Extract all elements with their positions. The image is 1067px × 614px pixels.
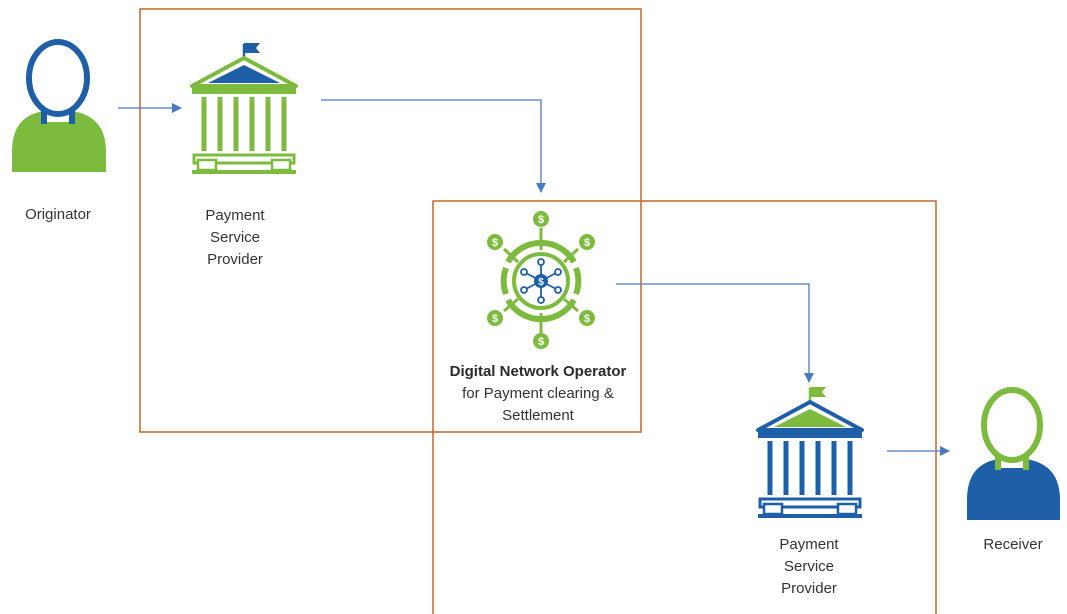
svg-text:$: $ [584,313,590,325]
svg-text:$: $ [584,237,590,249]
svg-text:$: $ [492,313,498,325]
arrow-provider-to-operator [321,99,546,193]
sender-provider-line-3: Provider [207,251,263,268]
sender-provider-label: Payment Service Provider [180,205,290,271]
receiver-provider-line-3: Provider [781,580,837,597]
operator-line-1: for Payment clearing & [462,385,614,402]
receiver-bank-icon [756,387,864,518]
sender-provider-line-2: Service [209,229,261,246]
arrow-operator-to-provider [616,283,814,383]
receiver-person-icon [967,387,1060,520]
originator-label: Originator [25,206,91,223]
svg-text:$: $ [538,336,544,348]
sender-bank-icon [190,43,298,174]
receiver-domain-box [432,200,937,614]
svg-text:$: $ [538,214,544,226]
receiver-label: Receiver [983,536,1043,553]
receiver-provider-label: Payment Service Provider [754,534,864,600]
network-hub-icon: $ $ $ $ $ $ $ [487,211,595,349]
originator-person-icon [12,39,106,172]
operator-line-2: Settlement [502,407,574,424]
receiver-provider-line-1: Payment [779,536,839,553]
svg-text:$: $ [538,277,544,288]
receiver-provider-line-2: Service [783,558,835,575]
sender-provider-line-1: Payment [205,207,265,224]
operator-label: Digital Network Operator for Payment cle… [430,361,646,427]
svg-text:$: $ [492,237,498,249]
operator-title: Digital Network Operator [449,363,627,380]
sender-domain-box [139,8,642,433]
